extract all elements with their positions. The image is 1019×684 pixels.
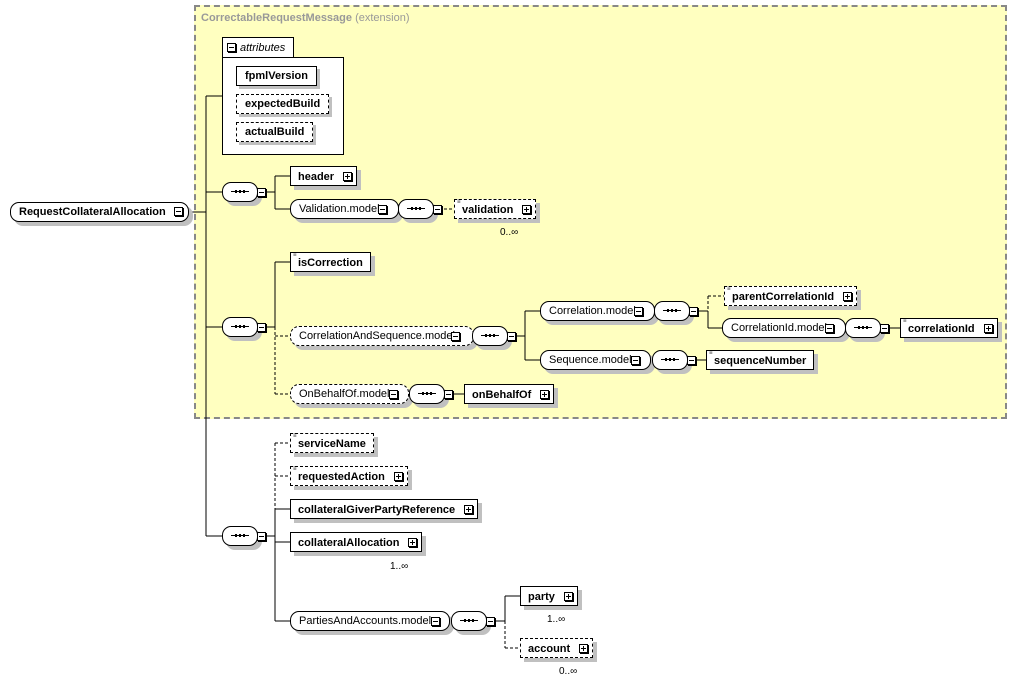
cardinality: 1..∞ bbox=[390, 561, 409, 572]
element-onBehalfOf[interactable]: onBehalfOf bbox=[464, 384, 555, 404]
sequence-icon bbox=[451, 611, 487, 631]
collapse-toggle[interactable] bbox=[634, 307, 643, 316]
element-serviceName[interactable]: ≡serviceName bbox=[290, 433, 374, 453]
collapse-toggle[interactable] bbox=[257, 188, 266, 197]
group-onBehalfOf-model[interactable]: OnBehalfOf.model bbox=[290, 384, 409, 404]
extension-title: CorrectableRequestMessage (extension) bbox=[201, 12, 410, 24]
group-correlation-and-sequence-model[interactable]: CorrelationAndSequence.model bbox=[290, 326, 474, 346]
attr-fpmlVersion[interactable]: fpmlVersion bbox=[236, 66, 317, 86]
sequence-icon bbox=[222, 526, 258, 546]
element-account[interactable]: account bbox=[520, 638, 597, 661]
sequence-icon bbox=[845, 318, 881, 338]
collapse-toggle[interactable] bbox=[687, 356, 696, 365]
sequence-icon bbox=[222, 317, 258, 337]
sequence-icon bbox=[472, 326, 508, 346]
element-correlationId[interactable]: ≡correlationId bbox=[900, 318, 998, 338]
attr-actualBuild[interactable]: actualBuild bbox=[236, 122, 314, 142]
element-requestedAction[interactable]: ≡requestedAction bbox=[290, 466, 408, 486]
element-validation[interactable]: ≡validation bbox=[454, 199, 540, 222]
attributes-tab: attributes bbox=[222, 37, 294, 58]
collapse-toggle[interactable] bbox=[257, 323, 266, 332]
collapse-toggle[interactable] bbox=[378, 205, 387, 214]
element-collateralAllocation[interactable]: collateralAllocation bbox=[290, 532, 426, 555]
sequence-icon bbox=[409, 384, 445, 404]
collapse-toggle[interactable] bbox=[631, 356, 640, 365]
collapse-toggle[interactable] bbox=[507, 332, 516, 341]
cardinality: 1..∞ bbox=[547, 614, 566, 625]
group-validation-model[interactable]: Validation.model bbox=[290, 199, 399, 219]
element-sequenceNumber[interactable]: ≡sequenceNumber bbox=[706, 350, 815, 370]
collapse-toggle[interactable] bbox=[880, 324, 889, 333]
collapse-toggle[interactable] bbox=[451, 332, 460, 341]
collapse-toggle[interactable] bbox=[431, 617, 440, 626]
sequence-icon bbox=[652, 350, 688, 370]
element-parentCorrelationId[interactable]: ≡parentCorrelationId bbox=[724, 286, 858, 306]
element-header[interactable]: header bbox=[290, 166, 358, 186]
sequence-icon bbox=[222, 182, 258, 202]
element-isCorrection[interactable]: ≡isCorrection bbox=[290, 252, 371, 272]
collapse-toggle[interactable] bbox=[389, 390, 398, 399]
element-party[interactable]: party bbox=[520, 586, 581, 609]
attr-expectedBuild[interactable]: expectedBuild bbox=[236, 94, 330, 114]
cardinality: 0..∞ bbox=[500, 227, 519, 238]
collapse-toggle[interactable] bbox=[227, 43, 236, 52]
element-collateralGiverPartyReference[interactable]: collateralGiverPartyReference bbox=[290, 499, 479, 519]
collapse-toggle[interactable] bbox=[689, 307, 698, 316]
sequence-icon bbox=[654, 301, 690, 321]
collapse-toggle[interactable] bbox=[486, 617, 495, 626]
collapse-toggle[interactable] bbox=[444, 390, 453, 399]
group-partiesAndAccounts-model[interactable]: PartiesAndAccounts.model bbox=[290, 611, 451, 631]
collapse-toggle[interactable] bbox=[257, 532, 266, 541]
group-correlationId-model[interactable]: CorrelationId.model bbox=[722, 318, 846, 338]
collapse-toggle[interactable] bbox=[174, 207, 183, 216]
group-correlation-model[interactable]: Correlation.model bbox=[540, 301, 655, 321]
root-element[interactable]: RequestCollateralAllocation bbox=[10, 202, 189, 222]
group-sequence-model[interactable]: Sequence.model bbox=[540, 350, 651, 370]
collapse-toggle[interactable] bbox=[433, 205, 442, 214]
collapse-toggle[interactable] bbox=[825, 324, 834, 333]
sequence-icon bbox=[398, 199, 434, 219]
cardinality: 0..∞ bbox=[559, 666, 578, 677]
